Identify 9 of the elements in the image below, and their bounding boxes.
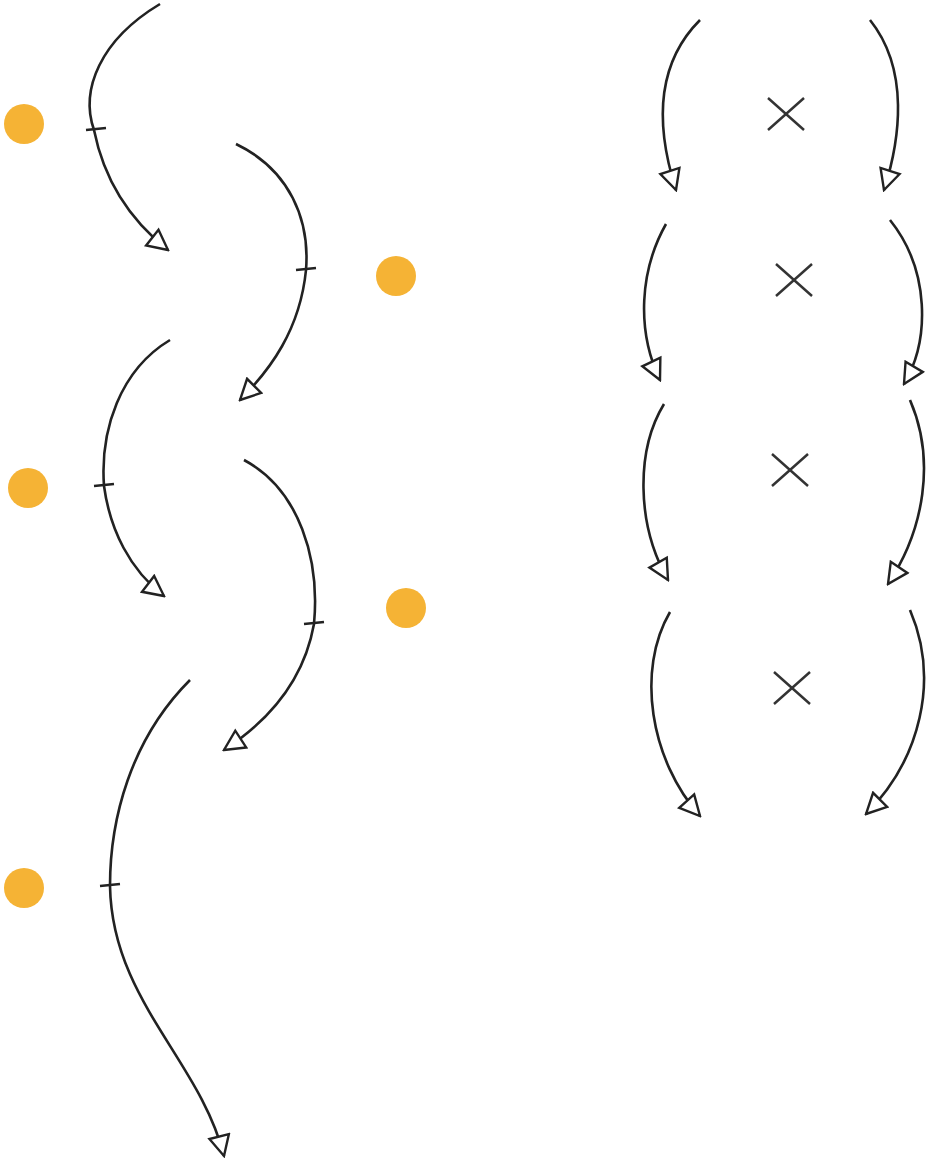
cross-mark [775,263,813,297]
cross-mark [773,671,811,705]
cross-mark [771,453,809,487]
dot [386,588,426,628]
dot [376,256,416,296]
dot [4,104,44,144]
cross-mark [767,97,805,131]
dot [8,468,48,508]
dot [4,868,44,908]
